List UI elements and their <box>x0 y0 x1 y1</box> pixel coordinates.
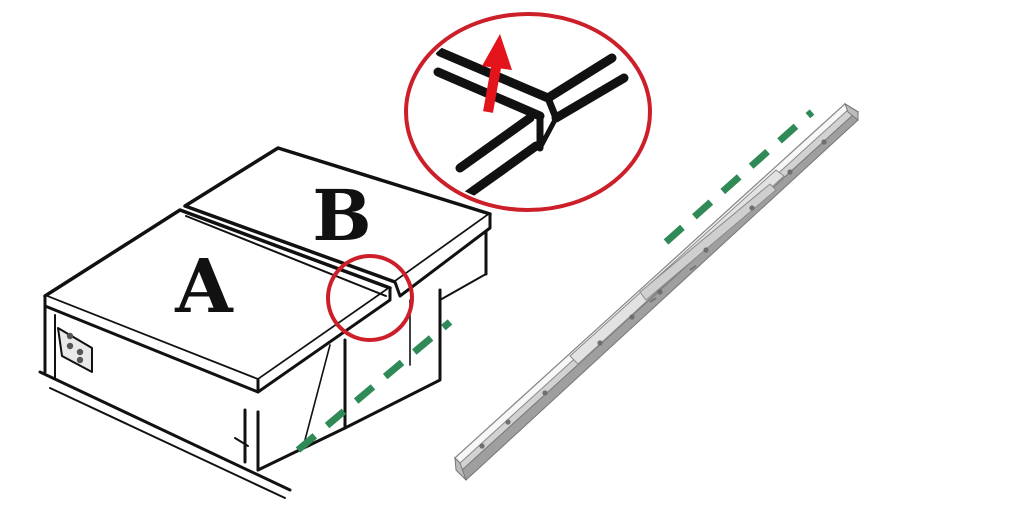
cabinet-drawing <box>38 146 492 499</box>
zoom-circle-icon <box>404 12 652 212</box>
joint-highlight-circle <box>326 254 414 342</box>
label-panel-a: A <box>174 244 234 330</box>
drawer-slide-rail <box>454 102 860 481</box>
guide-line-rail <box>663 109 815 245</box>
arrow-up-icon <box>482 34 512 113</box>
corner-bracket <box>57 327 93 373</box>
guide-line-cabinet <box>295 319 453 453</box>
label-panel-b: B <box>312 174 371 257</box>
